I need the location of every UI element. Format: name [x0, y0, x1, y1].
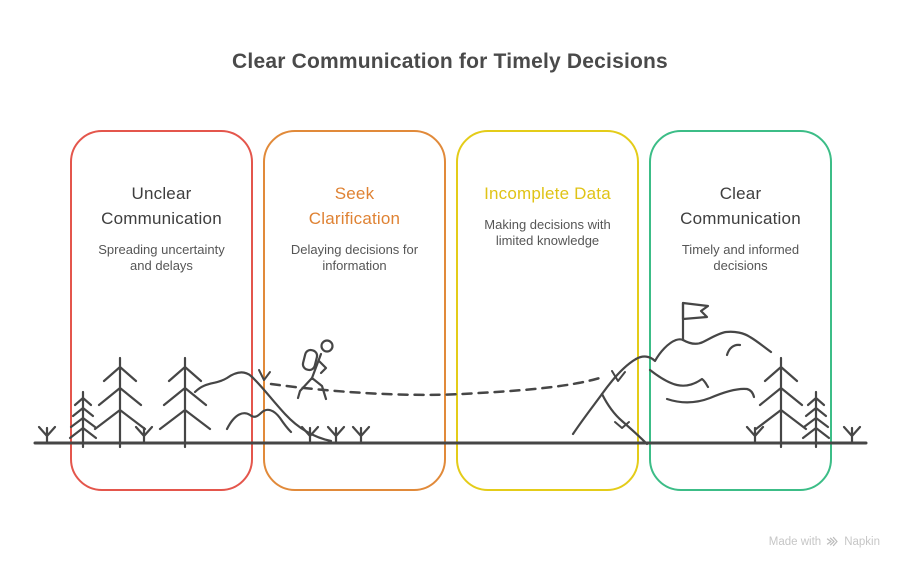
napkin-logo-icon — [827, 536, 838, 547]
page-title: Clear Communication for Timely Decisions — [232, 50, 668, 73]
card-title: Incomplete Data — [484, 184, 611, 203]
stage-cards-row: Unclear Communication Spreading uncertai… — [70, 130, 832, 491]
card-title: Seek Clarification — [308, 184, 401, 228]
napkin-watermark[interactable]: Made with Napkin — [769, 535, 880, 548]
stage-card-1: Unclear Communication Spreading uncertai… — [70, 130, 253, 491]
card-title: Clear Communication — [680, 184, 801, 228]
card-subtitle: Spreading uncertainty and delays — [98, 242, 225, 273]
shrub-icon — [842, 425, 862, 445]
watermark-brand: Napkin — [844, 535, 880, 548]
stage-card-3: Incomplete Data Making decisions with li… — [456, 130, 639, 491]
stage-card-4: Clear Communication Timely and informed … — [649, 130, 832, 491]
stage-card-2: Seek Clarification Delaying decisions fo… — [263, 130, 446, 491]
watermark-text: Made with — [768, 535, 822, 548]
card-title: Unclear Communication — [101, 184, 222, 228]
shrub-icon — [37, 425, 57, 445]
card-subtitle: Timely and informed decisions — [681, 242, 800, 273]
card-subtitle: Making decisions with limited knowledge — [484, 217, 611, 248]
card-subtitle: Delaying decisions for information — [290, 242, 419, 273]
